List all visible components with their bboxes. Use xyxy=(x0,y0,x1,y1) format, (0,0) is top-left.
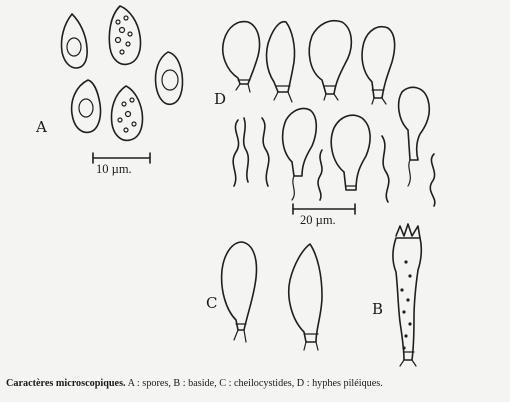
cheilocystidia-group xyxy=(220,241,323,351)
hypha-filament xyxy=(242,117,250,183)
label-d: D xyxy=(214,90,227,108)
spore xyxy=(60,13,88,69)
hyphae-group xyxy=(222,20,436,215)
scale-label-20um: 20 µm. xyxy=(300,213,336,227)
hypha-filament xyxy=(381,135,390,203)
hypha-terminal-cell xyxy=(222,20,261,93)
hypha-terminal-cell xyxy=(265,20,296,103)
spores-group xyxy=(60,5,184,164)
scale-bar-20um xyxy=(292,203,356,215)
hypha-terminal-cell xyxy=(308,20,353,101)
cheilocystidium xyxy=(220,241,258,343)
hypha-terminal-cell xyxy=(281,107,318,201)
label-b: B xyxy=(372,300,384,318)
hypha-terminal-cell xyxy=(397,86,431,187)
caption-title: Caractères microscopiques. xyxy=(6,378,126,389)
hypha-filament xyxy=(429,153,436,207)
label-a: A xyxy=(36,118,47,136)
hypha-filament xyxy=(317,149,323,201)
label-c: C xyxy=(206,294,218,312)
hypha-filament xyxy=(232,119,240,187)
hypha-terminal-cell xyxy=(330,114,371,191)
hypha-filament xyxy=(261,117,270,187)
caption-text: A : spores, B : baside, C : cheilocystid… xyxy=(125,378,383,389)
spore xyxy=(154,51,184,106)
figure-caption: Caractères microscopiques. A : spores, B… xyxy=(6,378,506,389)
spore xyxy=(70,79,102,134)
scale-label-10um: 10 µm. xyxy=(96,162,132,176)
hypha-terminal-cell xyxy=(361,26,396,105)
cheilocystidium xyxy=(288,243,323,351)
spore xyxy=(108,5,142,66)
spore xyxy=(110,85,144,142)
basidium xyxy=(392,223,423,367)
scale-bar-10um xyxy=(92,152,151,164)
